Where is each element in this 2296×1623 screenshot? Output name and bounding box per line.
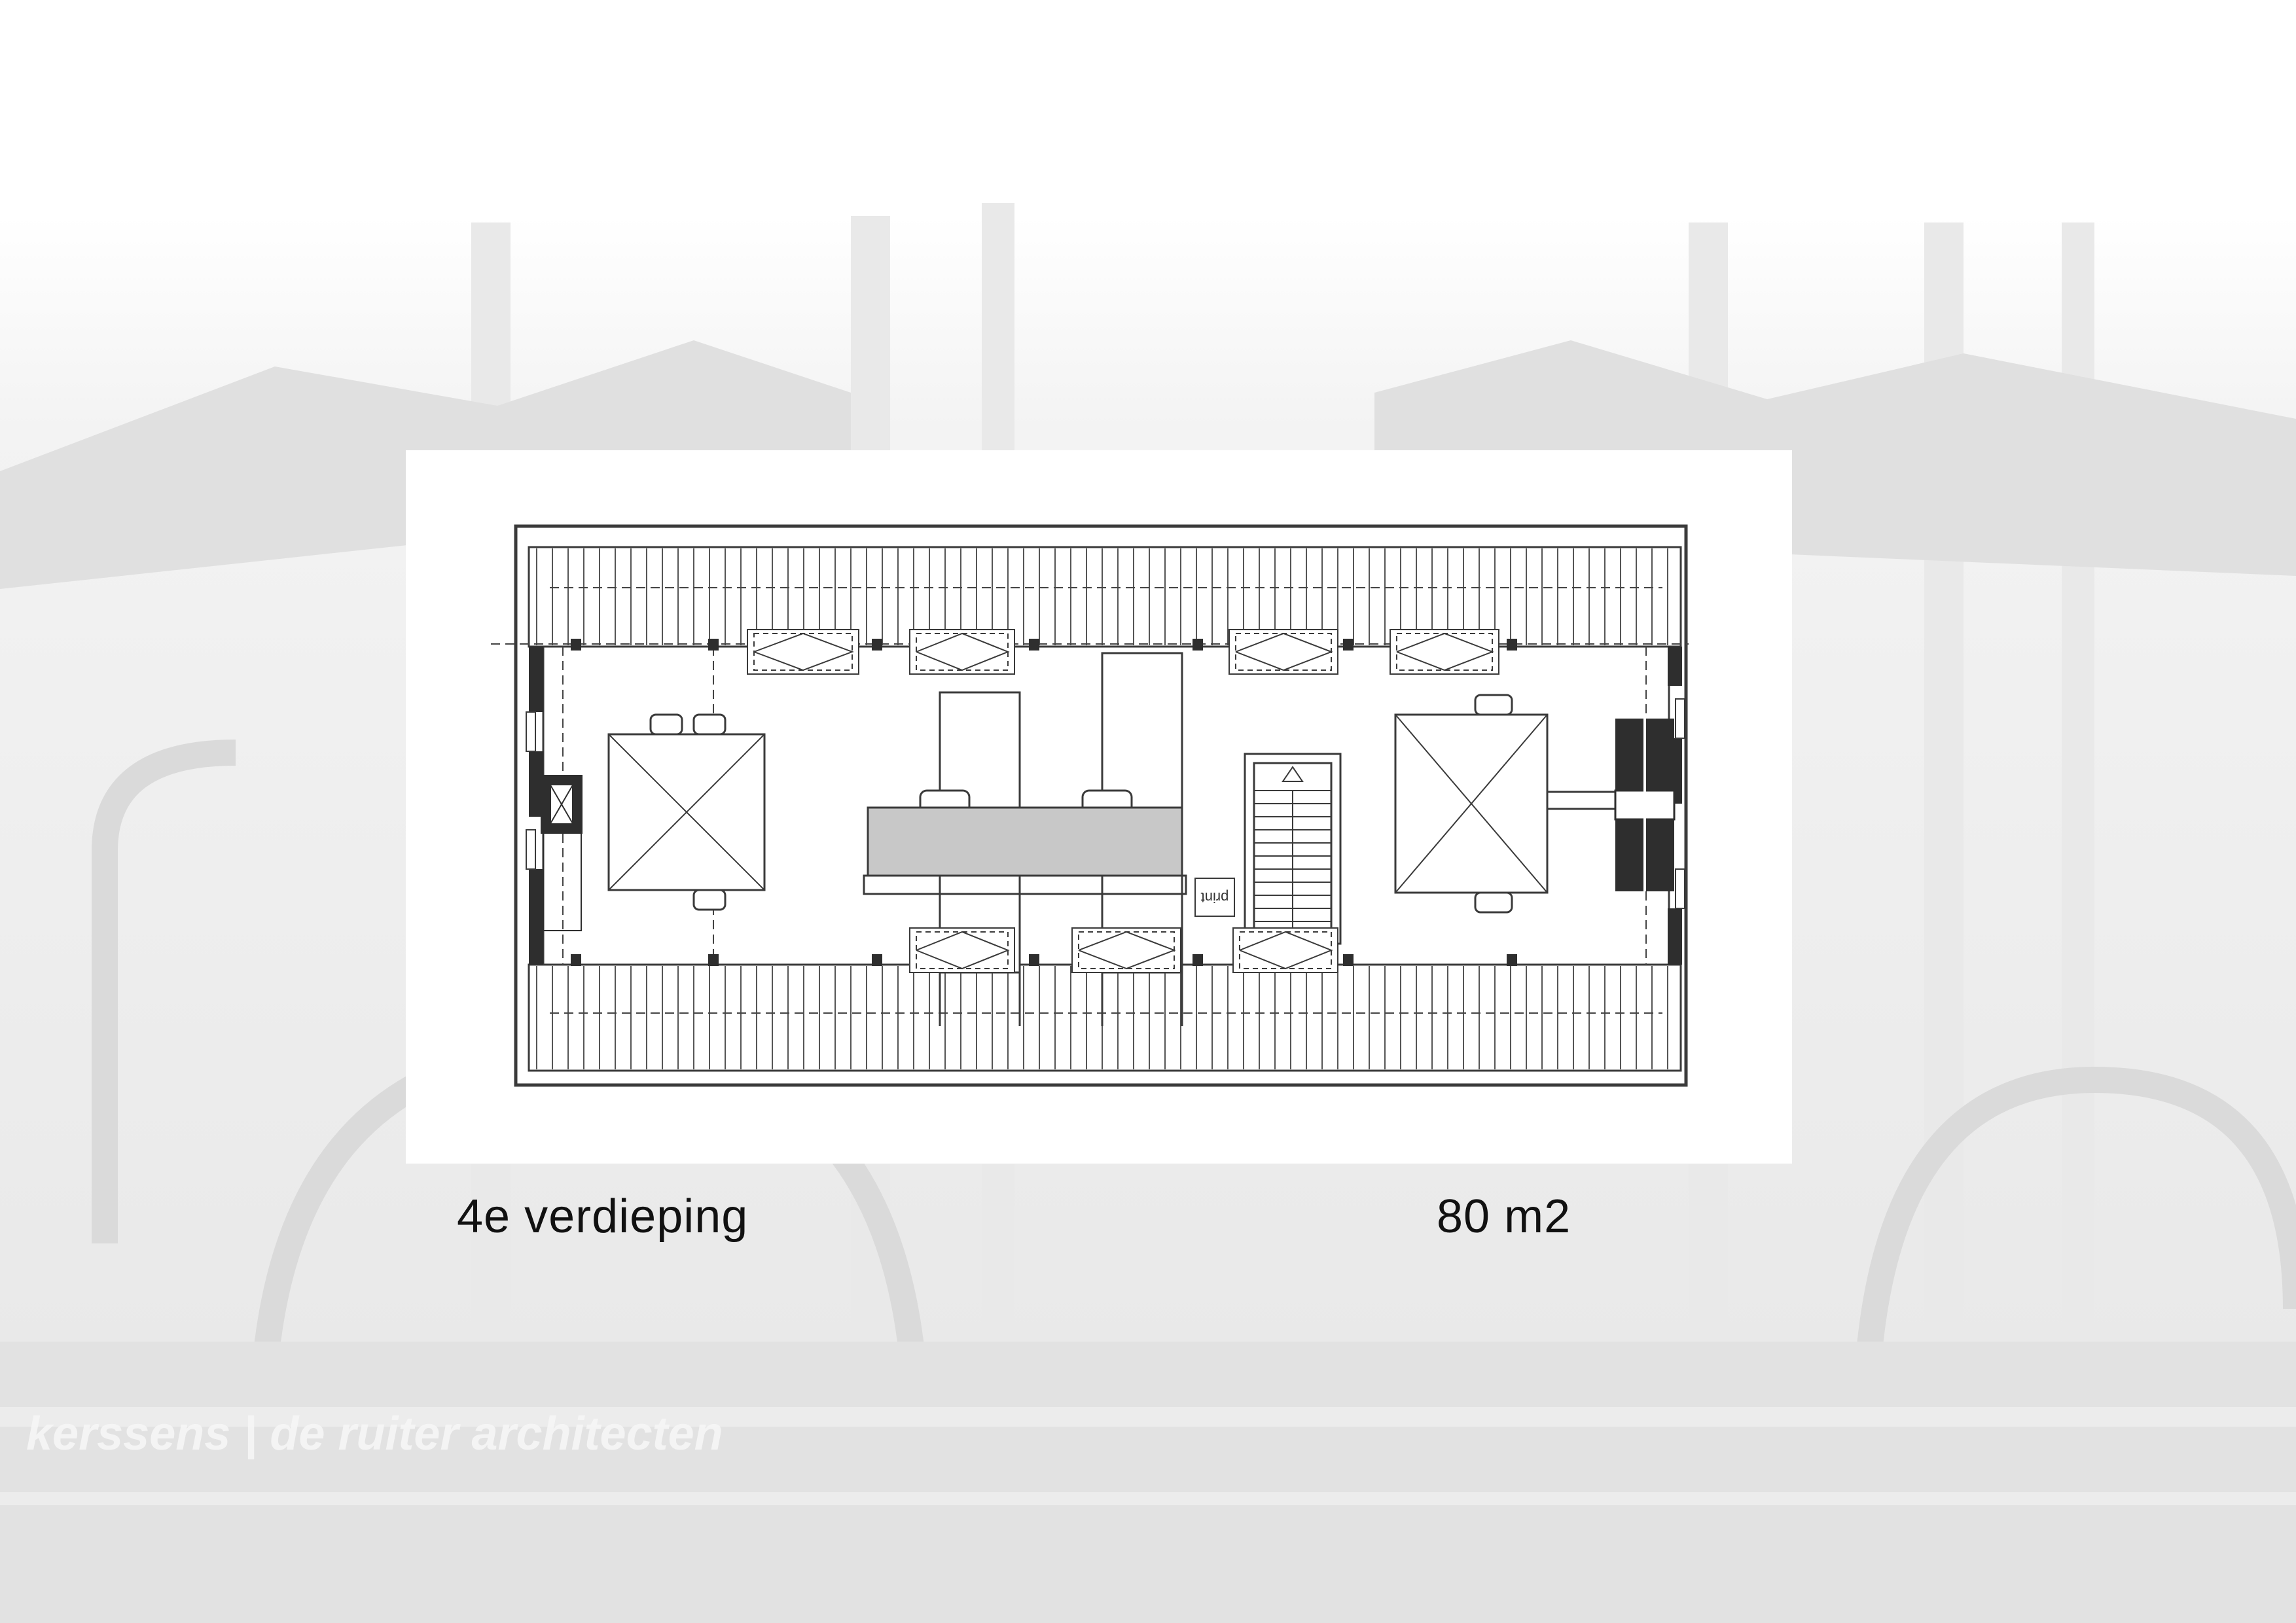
structural-column — [1343, 639, 1354, 651]
roof-window-opening — [1235, 632, 1333, 671]
meeting-table-left — [607, 713, 766, 911]
floor-plan-drawing: print — [491, 524, 1689, 1087]
structural-column — [1193, 954, 1203, 966]
roof-band-top — [528, 546, 1682, 648]
outer-wall — [514, 524, 1688, 1087]
roof-window-opening — [1239, 931, 1333, 970]
meeting-table-right — [1394, 694, 1638, 914]
printer: print — [1194, 878, 1235, 917]
structural-column — [1507, 639, 1517, 651]
roof-window-frame — [1239, 931, 1332, 969]
roof-window-frame — [916, 931, 1009, 969]
structural-column — [708, 954, 719, 966]
structural-column — [571, 639, 581, 651]
floor-plan-card: print — [406, 450, 1792, 1164]
watermark-text: kerssens | de ruiter architecten — [26, 1408, 723, 1460]
roof-window-frame — [753, 633, 853, 671]
floor-label: 4e verdieping — [457, 1190, 749, 1243]
printer-label: print — [1201, 889, 1229, 906]
structural-column — [708, 639, 719, 651]
elevator-shaft — [541, 775, 583, 931]
roof-band-bottom — [528, 963, 1682, 1072]
structural-column — [872, 639, 882, 651]
structural-column — [1193, 639, 1203, 651]
workbench — [867, 806, 1183, 877]
structural-column — [872, 954, 882, 966]
area-label: 80 m2 — [1437, 1190, 1571, 1243]
roof-window-opening — [1396, 632, 1494, 671]
warning-triangle-icon — [1282, 766, 1304, 782]
storage-block — [1614, 719, 1676, 891]
roof-window-opening — [1078, 931, 1176, 970]
roof-window-opening — [916, 632, 1010, 671]
structural-column — [1343, 954, 1354, 966]
structural-column — [1029, 639, 1039, 651]
roof-window-opening — [916, 931, 1010, 970]
roof-window-frame — [1396, 633, 1493, 671]
structural-column — [1507, 954, 1517, 966]
roof-window-frame — [916, 633, 1009, 671]
structural-column — [1029, 954, 1039, 966]
roof-window-opening — [753, 632, 854, 671]
staircase — [1244, 753, 1342, 945]
roof-window-frame — [1078, 931, 1175, 969]
roof-window-frame — [1235, 633, 1332, 671]
structural-column — [571, 954, 581, 966]
